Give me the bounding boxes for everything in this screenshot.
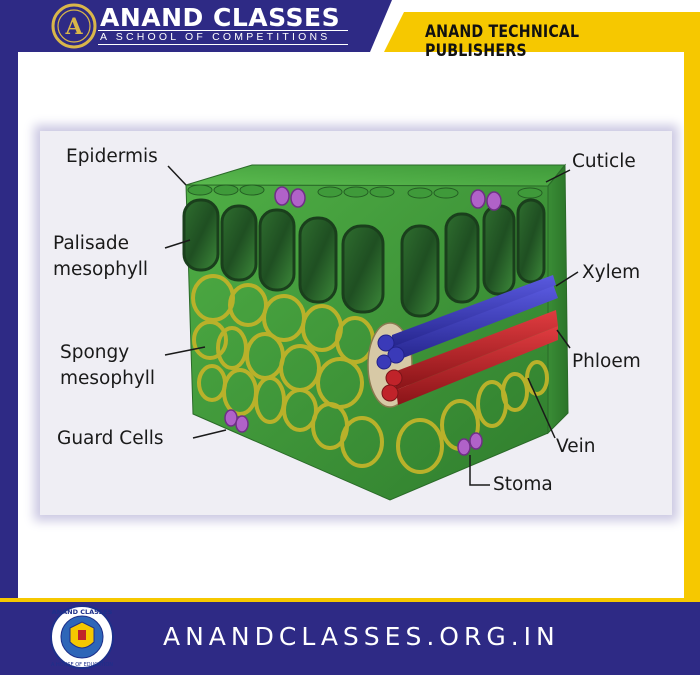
footer	[0, 598, 700, 675]
svg-text:ANAND CLASSES: ANAND CLASSES	[52, 608, 113, 616]
palisade-cells	[182, 198, 546, 318]
publisher-name: ANAND TECHNICAL PUBLISHERS	[425, 22, 580, 60]
footer-accent	[0, 598, 700, 602]
header-banner	[0, 0, 700, 52]
brand-rule	[98, 44, 348, 45]
guard-cells	[224, 186, 502, 456]
label-xylem: Xylem	[582, 262, 641, 283]
svg-text:A: A	[64, 14, 83, 40]
brand-name: ANAND CLASSES	[100, 3, 341, 32]
vein-bundle	[367, 275, 558, 408]
leaf-top-face	[185, 164, 567, 187]
header: A ANAND CLASSES A SCHOOL OF COMPETITIONS…	[0, 0, 700, 60]
svg-text:A HOUSE OF EDUCATION: A HOUSE OF EDUCATION	[51, 662, 113, 668]
brand-tagline: A SCHOOL OF COMPETITIONS	[100, 31, 331, 43]
label-vein: Vein	[556, 436, 596, 457]
label-stoma: Stoma	[493, 474, 553, 495]
label-palisade: Palisade	[53, 233, 130, 254]
label-palisade-mesophyll: mesophyll	[53, 259, 149, 280]
label-spongy: Spongy	[60, 342, 130, 363]
label-phloem: Phloem	[572, 351, 641, 372]
brand-logo-icon: A	[51, 3, 97, 49]
left-border	[0, 0, 18, 675]
upper-epidermis-cells	[187, 184, 543, 199]
right-border	[684, 0, 700, 675]
label-spongy-mesophyll: mesophyll	[60, 368, 156, 389]
label-leader-lines	[164, 165, 579, 486]
label-epidermis: Epidermis	[66, 146, 158, 167]
label-guard-cells: Guard Cells	[57, 428, 164, 449]
website-url[interactable]: ANANDCLASSES.ORG.IN	[163, 622, 560, 651]
brand-rule	[98, 30, 348, 31]
footer-badge-icon: ANAND CLASSES A HOUSE OF EDUCATION	[50, 605, 114, 669]
spongy-mesophyll-cells	[191, 274, 549, 474]
label-cuticle: Cuticle	[572, 151, 636, 172]
